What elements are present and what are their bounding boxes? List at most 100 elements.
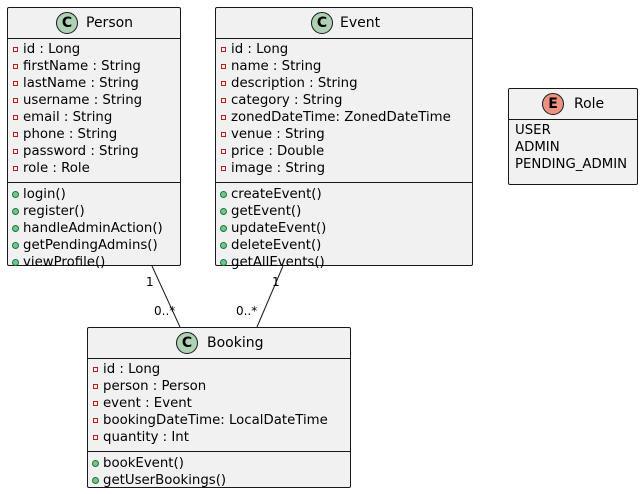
field-label: person : Person xyxy=(103,379,207,394)
method-row: getPendingAdmins() xyxy=(8,237,180,254)
enum-value: PENDING_ADMIN xyxy=(509,156,637,173)
field-label: firstName : String xyxy=(23,59,141,74)
method-label: getUserBookings() xyxy=(103,473,227,488)
class-badge-icon: C xyxy=(56,12,78,34)
private-marker-icon xyxy=(92,418,99,423)
class-badge-icon: C xyxy=(311,12,333,34)
public-marker-icon xyxy=(92,477,99,484)
field-label: image : String xyxy=(231,161,326,176)
field-label: name : String xyxy=(231,59,322,74)
field-row: role : Role xyxy=(8,160,180,177)
event-booking-link xyxy=(256,265,284,328)
field-row: image : String xyxy=(216,160,472,177)
booking-fields: id : Long person : Person event : Event boo… xyxy=(88,359,350,451)
method-label: bookEvent() xyxy=(103,456,184,471)
method-label: updateEvent() xyxy=(231,221,327,236)
private-marker-icon xyxy=(12,132,19,137)
person-class[interactable]: C Person id : Long firstName : String last… xyxy=(7,7,181,270)
public-marker-icon xyxy=(12,259,19,266)
booking-event-multiplicity: 0..* xyxy=(236,304,258,318)
field-row: price : Double xyxy=(216,143,472,160)
private-marker-icon xyxy=(220,115,227,120)
method-label: createEvent() xyxy=(231,187,322,202)
method-label: handleAdminAction() xyxy=(23,221,163,236)
field-label: role : Role xyxy=(23,161,90,176)
field-row: lastName : String xyxy=(8,75,180,92)
person-fields: id : Long firstName : String lastName : St… xyxy=(8,39,180,182)
enum-value: USER xyxy=(509,122,637,139)
field-label: id : Long xyxy=(23,42,81,57)
person-class-name: Person xyxy=(86,15,134,31)
field-row: password : String xyxy=(8,143,180,160)
field-label: password : String xyxy=(23,144,139,159)
private-marker-icon xyxy=(12,149,19,154)
private-marker-icon xyxy=(220,64,227,69)
field-label: id : Long xyxy=(103,362,161,377)
event-multiplicity: 1 xyxy=(272,275,280,289)
method-label: getEvent() xyxy=(231,204,302,219)
field-row: name : String xyxy=(216,58,472,75)
private-marker-icon xyxy=(12,166,19,171)
booking-class-header: C Booking xyxy=(88,328,350,359)
private-marker-icon xyxy=(12,115,19,120)
enum-value: ADMIN xyxy=(509,139,637,156)
method-row: viewProfile() xyxy=(8,254,180,271)
field-label: id : Long xyxy=(231,42,289,57)
field-row: id : Long xyxy=(88,361,350,378)
method-row: bookEvent() xyxy=(88,455,350,472)
public-marker-icon xyxy=(220,191,227,198)
method-row: getEvent() xyxy=(216,203,472,220)
private-marker-icon xyxy=(12,81,19,86)
public-marker-icon xyxy=(12,225,19,232)
role-enum-header: E Role xyxy=(509,89,637,120)
field-label: lastName : String xyxy=(23,76,139,91)
field-label: zonedDateTime: ZonedDateTime xyxy=(231,110,451,125)
role-enum[interactable]: E Role USER ADMIN PENDING_ADMIN xyxy=(508,88,638,185)
private-marker-icon xyxy=(12,98,19,103)
method-row: login() xyxy=(8,186,180,203)
field-row: quantity : Int xyxy=(88,429,350,446)
field-row: id : Long xyxy=(216,41,472,58)
method-label: login() xyxy=(23,187,66,202)
public-marker-icon xyxy=(12,242,19,249)
person-class-header: C Person xyxy=(8,8,180,39)
field-row: email : String xyxy=(8,109,180,126)
private-marker-icon xyxy=(12,47,19,52)
field-label: description : String xyxy=(231,76,358,91)
private-marker-icon xyxy=(220,81,227,86)
enum-value-label: PENDING_ADMIN xyxy=(515,157,628,172)
method-label: getPendingAdmins() xyxy=(23,238,158,253)
method-row: getAllEvents() xyxy=(216,254,472,271)
field-label: venue : String xyxy=(231,127,325,142)
enum-value-label: ADMIN xyxy=(515,140,560,155)
public-marker-icon xyxy=(92,460,99,467)
field-row: bookingDateTime: LocalDateTime xyxy=(88,412,350,429)
field-row: id : Long xyxy=(8,41,180,58)
enum-value-label: USER xyxy=(515,123,551,138)
field-row: category : String xyxy=(216,92,472,109)
field-row: phone : String xyxy=(8,126,180,143)
method-row: createEvent() xyxy=(216,186,472,203)
private-marker-icon xyxy=(220,47,227,52)
field-label: event : Event xyxy=(103,396,192,411)
field-label: username : String xyxy=(23,93,143,108)
field-row: zonedDateTime: ZonedDateTime xyxy=(216,109,472,126)
public-marker-icon xyxy=(12,208,19,215)
public-marker-icon xyxy=(220,259,227,266)
method-label: getAllEvents() xyxy=(231,255,325,270)
field-row: person : Person xyxy=(88,378,350,395)
private-marker-icon xyxy=(220,98,227,103)
method-label: viewProfile() xyxy=(23,255,106,270)
class-badge-icon: C xyxy=(176,332,198,354)
method-row: updateEvent() xyxy=(216,220,472,237)
field-label: email : String xyxy=(23,110,113,125)
field-label: bookingDateTime: LocalDateTime xyxy=(103,413,328,428)
private-marker-icon xyxy=(92,367,99,372)
public-marker-icon xyxy=(220,242,227,249)
booking-class[interactable]: C Booking id : Long person : Person event … xyxy=(87,327,351,488)
event-methods: createEvent()getEvent()updateEvent()dele… xyxy=(216,182,472,276)
field-label: price : Double xyxy=(231,144,325,159)
private-marker-icon xyxy=(220,132,227,137)
event-fields: id : Long name : String description : Stri… xyxy=(216,39,472,182)
